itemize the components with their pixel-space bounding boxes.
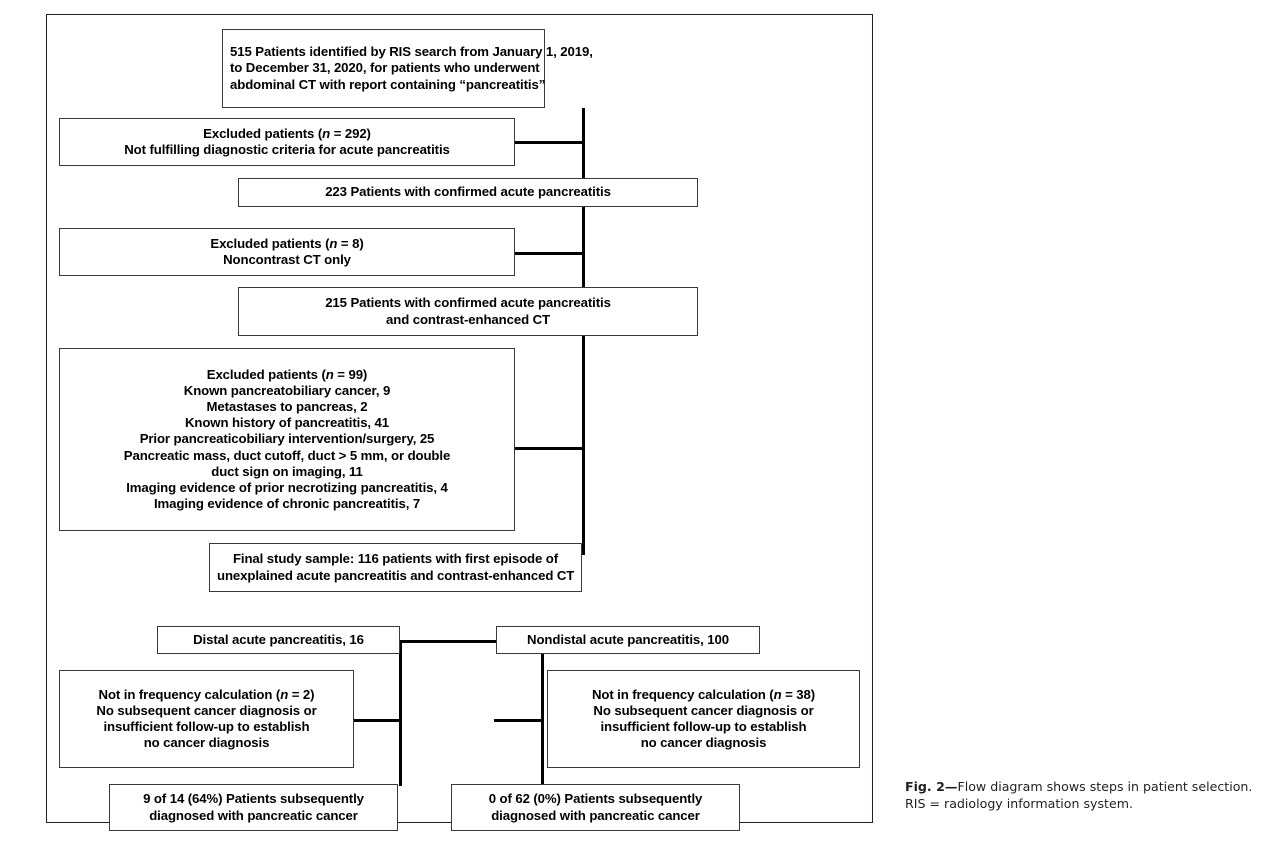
node-identified: 515 Patients identified by RIS search fr… xyxy=(222,29,593,108)
connector-branch-right-drop xyxy=(541,626,544,786)
node-excluded-3-line-9: Imaging evidence of chronic pancreatitis… xyxy=(153,496,421,512)
node-excluded-nondistal-line-1: Not in frequency calculation (n = 38) xyxy=(591,686,816,702)
node-excluded-2-line-2: Noncontrast CT only xyxy=(223,252,351,267)
node-nondistal: Nondistal acute pancreatitis, 100 xyxy=(496,626,760,654)
connector-to-excluded-nondistal xyxy=(494,719,544,722)
node-excluded-3-line-5: Prior pancreaticobiliary intervention/su… xyxy=(139,431,435,447)
node-outcome-distal: 9 of 14 (64%) Patients subsequently diag… xyxy=(109,784,398,831)
node-confirmed-215-line-2: and contrast-enhanced CT xyxy=(386,311,550,327)
node-final-sample: Final study sample: 116 patients with fi… xyxy=(209,543,582,592)
node-excluded-3-line-7: duct sign on imaging, 11 xyxy=(211,463,363,479)
node-excluded-2: Excluded patients (n = 8) Noncontrast CT… xyxy=(59,228,515,276)
node-excluded-nondistal-line-3: insufficient follow-up to establish xyxy=(600,719,807,734)
node-nondistal-line-1: Nondistal acute pancreatitis, 100 xyxy=(527,631,729,647)
node-identified-line-1: 515 Patients identified by RIS search fr… xyxy=(230,44,593,60)
node-excluded-1-line-2: Not fulfilling diagnostic criteria for a… xyxy=(124,142,450,157)
node-excluded-distal-line-3: insufficient follow-up to establish xyxy=(103,719,310,734)
node-outcome-distal-line-1: 9 of 14 (64%) Patients subsequently xyxy=(143,791,364,807)
node-confirmed-223: 223 Patients with confirmed acute pancre… xyxy=(238,178,698,207)
node-final-sample-line-2: unexplained acute pancreatitis and contr… xyxy=(217,567,575,583)
node-excluded-3-line-6: Pancreatic mass, duct cutoff, duct > 5 m… xyxy=(123,447,451,463)
figure-caption-text: Flow diagram shows steps in patient sele… xyxy=(905,779,1253,811)
connector-branch-left-drop xyxy=(399,640,402,786)
connector-to-excluded-3 xyxy=(515,447,585,450)
node-confirmed-215-line-1: 215 Patients with confirmed acute pancre… xyxy=(325,295,611,311)
node-excluded-3-line-4: Known history of pancreatitis, 41 xyxy=(184,415,390,431)
connector-to-excluded-2 xyxy=(515,252,585,255)
node-identified-line-2: to December 31, 2020, for patients who u… xyxy=(230,60,540,76)
node-excluded-2-line-1: Excluded patients (n = 8) xyxy=(210,235,364,251)
node-excluded-3: Excluded patients (n = 99) Known pancrea… xyxy=(59,348,515,531)
figure-caption: Fig. 2—Flow diagram shows steps in patie… xyxy=(905,779,1257,812)
node-excluded-3-line-3: Metastases to pancreas, 2 xyxy=(206,398,368,414)
node-excluded-nondistal-line-2: No subsequent cancer diagnosis or xyxy=(593,702,814,718)
node-outcome-nondistal-line-1: 0 of 62 (0%) Patients subsequently xyxy=(488,791,703,807)
node-excluded-nondistal: Not in frequency calculation (n = 38) No… xyxy=(547,670,860,768)
connector-to-excluded-distal xyxy=(353,719,402,722)
node-identified-line-3: abdominal CT with report containing “pan… xyxy=(230,76,546,92)
node-excluded-1: Excluded patients (n = 292) Not fulfilli… xyxy=(59,118,515,166)
node-excluded-1-line-1: Excluded patients (n = 292) xyxy=(203,125,371,141)
connector-to-excluded-1 xyxy=(515,141,585,144)
node-final-sample-line-1: Final study sample: 116 patients with fi… xyxy=(232,551,559,567)
node-excluded-nondistal-line-4: no cancer diagnosis xyxy=(640,735,767,751)
figure-frame: 515 Patients identified by RIS search fr… xyxy=(46,14,873,831)
node-outcome-distal-line-2: diagnosed with pancreatic cancer xyxy=(149,807,358,823)
node-excluded-distal-line-1: Not in frequency calculation (n = 2) xyxy=(98,686,315,702)
node-outcome-nondistal: 0 of 62 (0%) Patients subsequently diagn… xyxy=(451,784,740,831)
connector-branch-split xyxy=(399,640,544,643)
node-excluded-3-line-1: Excluded patients (n = 99) xyxy=(206,366,368,382)
node-confirmed-223-line-1: 223 Patients with confirmed acute pancre… xyxy=(325,184,611,200)
node-excluded-distal: Not in frequency calculation (n = 2) No … xyxy=(59,670,354,768)
node-outcome-nondistal-line-2: diagnosed with pancreatic cancer xyxy=(491,807,700,823)
node-excluded-3-line-8: Imaging evidence of prior necrotizing pa… xyxy=(126,480,448,495)
node-confirmed-215: 215 Patients with confirmed acute pancre… xyxy=(238,287,698,336)
node-distal-line-1: Distal acute pancreatitis, 16 xyxy=(193,631,364,647)
node-excluded-distal-line-2: No subsequent cancer diagnosis or xyxy=(96,702,317,718)
node-excluded-distal-line-4: no cancer diagnosis xyxy=(143,735,270,751)
figure-caption-label: Fig. 2— xyxy=(905,779,958,794)
node-distal: Distal acute pancreatitis, 16 xyxy=(157,626,400,654)
node-excluded-3-line-2: Known pancreatobiliary cancer, 9 xyxy=(183,382,391,398)
